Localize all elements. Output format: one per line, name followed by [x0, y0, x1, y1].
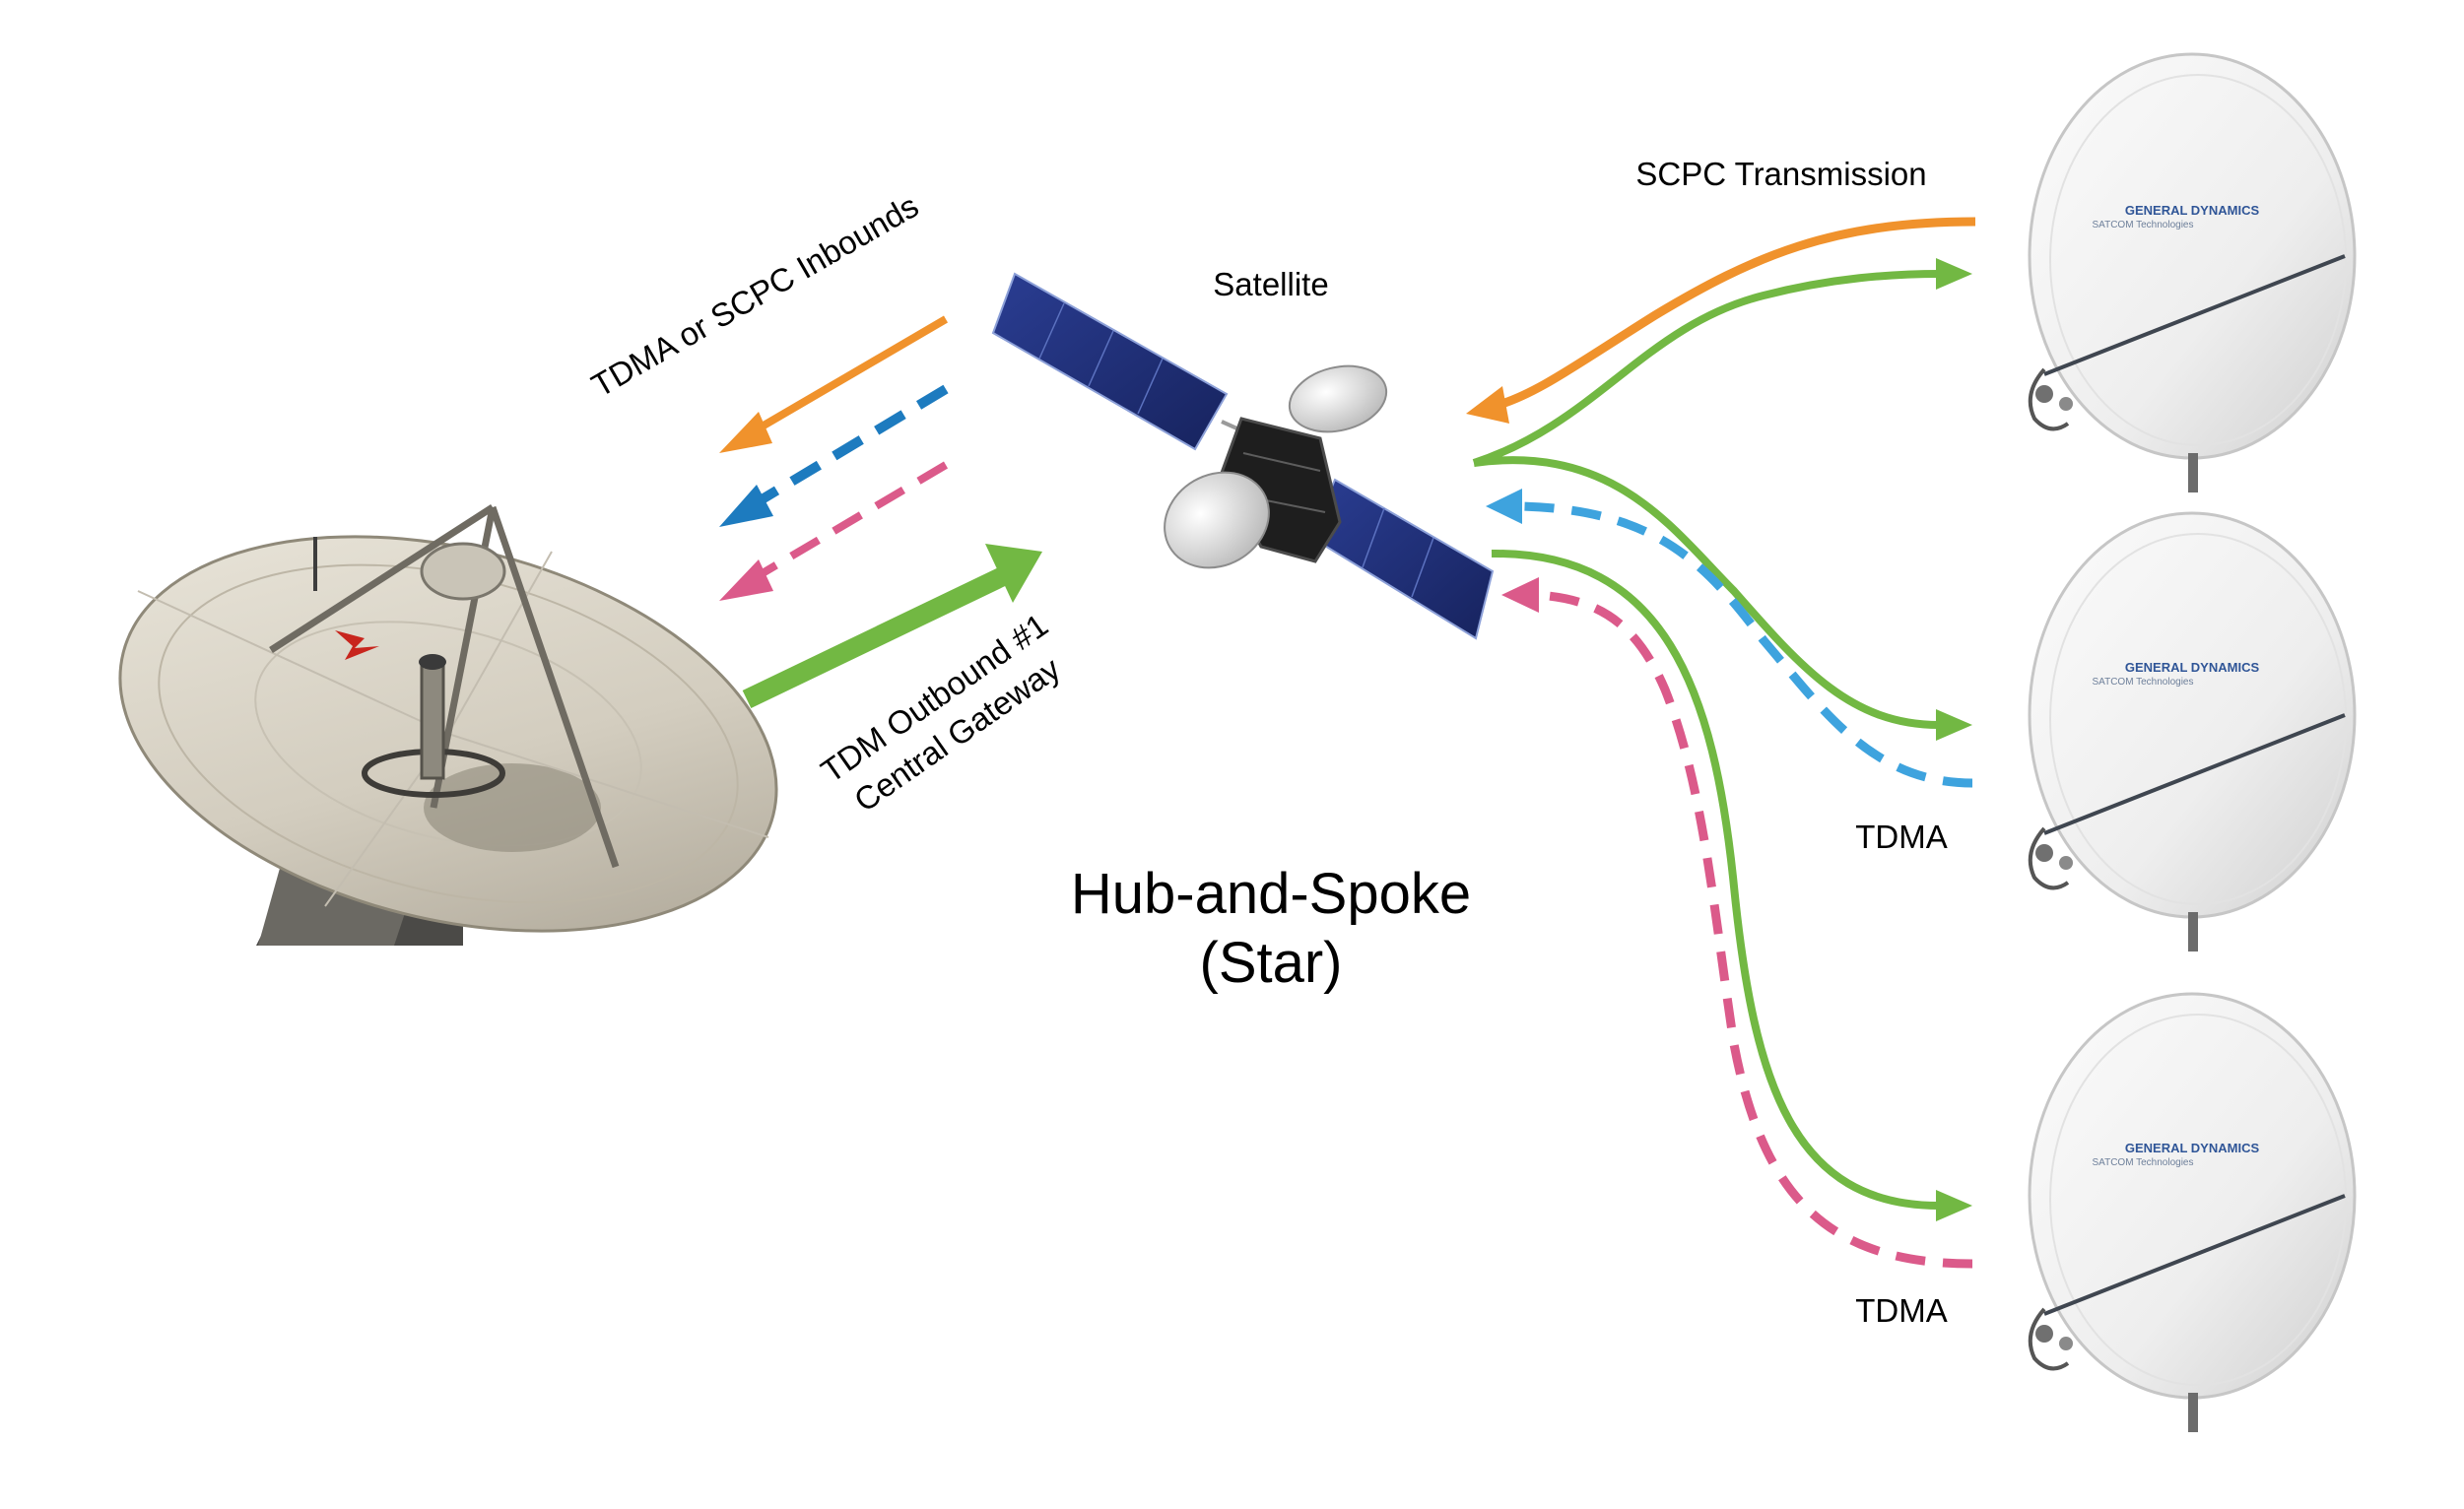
tdma1-blue-dashed-curve — [1486, 489, 1973, 788]
hub-dish-antenna-icon — [118, 504, 778, 946]
tdma-label-1: TDMA — [1855, 819, 1948, 855]
satellite-icon — [991, 272, 1495, 640]
inbound-pink-dashed-arrow — [719, 461, 949, 601]
inbound-orange-arrow — [719, 315, 949, 453]
logo-sub-3: SATCOM Technologies — [2092, 1157, 2193, 1168]
outbound-green-arrow — [742, 544, 1042, 709]
scpc-label: SCPC Transmission — [1635, 156, 1926, 192]
inbound-blue-dashed-arrow — [719, 384, 949, 527]
logo-brand-2: GENERAL DYNAMICS — [2125, 660, 2260, 675]
diagram-title-line1: Hub-and-Spoke — [1071, 862, 1471, 926]
logo-brand-1: GENERAL DYNAMICS — [2125, 203, 2260, 218]
tdma2-pink-dashed-curve — [1501, 577, 1973, 1269]
remote-vsat-dish-icon — [2028, 511, 2357, 953]
remote-vsat-dish-icon — [2028, 52, 2357, 494]
logo-sub-2: SATCOM Technologies — [2092, 677, 2193, 688]
diagram-title-line2: (Star) — [1200, 931, 1343, 995]
tdma1-green-curve — [1473, 456, 1972, 741]
scpc-green-curve — [1472, 258, 1972, 467]
logo-brand-3: GENERAL DYNAMICS — [2125, 1141, 2260, 1155]
remote-vsat-dish-icon — [2028, 992, 2357, 1434]
scpc-orange-curve — [1466, 217, 1976, 424]
satellite-label: Satellite — [1213, 266, 1328, 302]
tdma2-green-curve — [1491, 549, 1972, 1221]
tdma-label-2: TDMA — [1855, 1292, 1948, 1329]
logo-sub-1: SATCOM Technologies — [2092, 220, 2193, 230]
inbounds-label: TDMA or SCPC Inbounds — [585, 187, 924, 404]
